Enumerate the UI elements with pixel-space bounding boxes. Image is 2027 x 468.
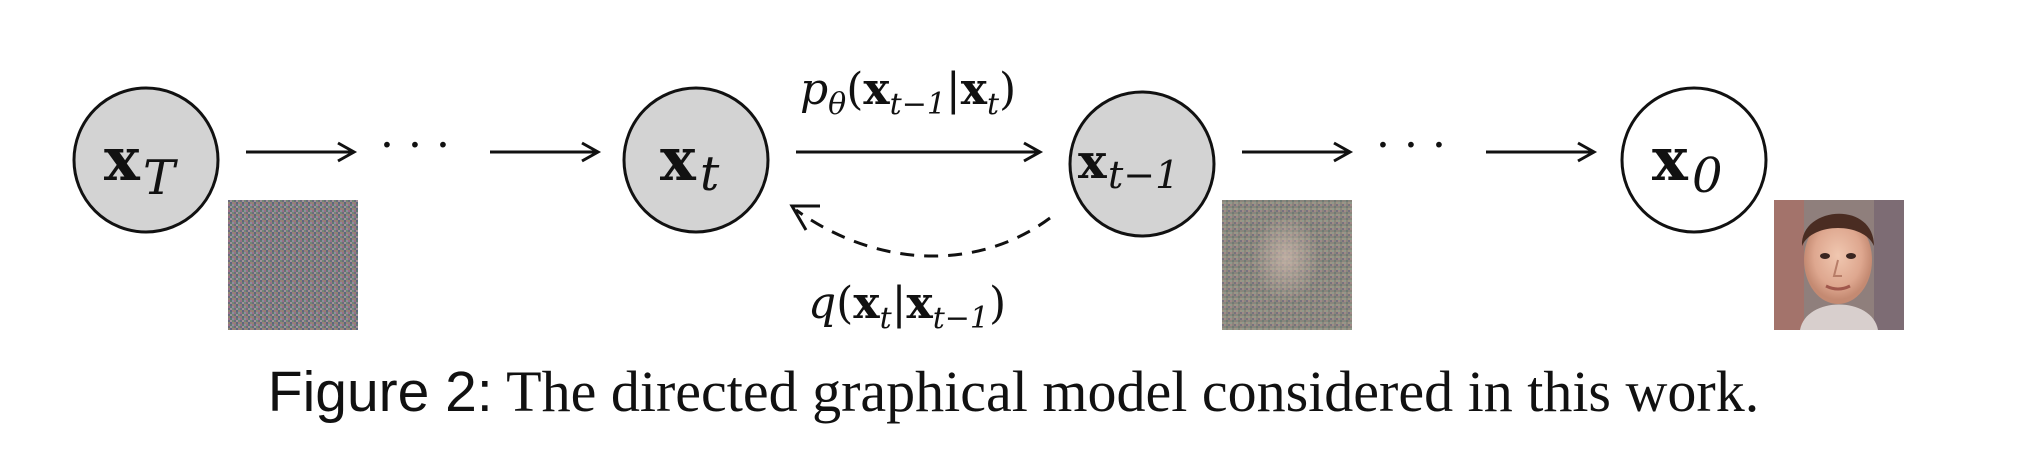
figure-caption: Figure 2: The directed graphical model c… [0,358,2027,425]
node-xT-subscript: T [143,150,178,206]
node-xt: x t [622,86,770,234]
node-xt-1: x t−1 [1068,90,1216,238]
node-x0: x 0 [1620,86,1768,234]
forward-edge-label: q(xt|xt−1) [808,278,1006,336]
ellipsis-left: · · · [380,120,450,171]
node-xT: x T [72,86,220,234]
reverse-edge-label: pθ(xt−1|xt) [800,64,1016,122]
arrow-head-dashed [789,204,820,231]
node-x0-subscript: 0 [1692,148,1723,204]
node-xT-symbol: x [104,125,141,195]
node-xt-1-subscript: t−1 [1108,153,1179,197]
node-xt-symbol: x [660,125,697,195]
node-xt-1-symbol: x [1078,134,1107,190]
graphical-model-diagram: x T · · · x t pθ(xt−1|xt) q(xt|xt−1) x t [72,64,1904,336]
node-xt-subscript: t [700,146,720,202]
caption-text: The directed graphical model considered … [506,359,1760,424]
face-image [1774,200,1904,330]
arrow-xt-1-to-xt-dashed [795,208,1051,258]
ellipsis-right: · · · [1376,120,1446,171]
noise-image [228,200,358,330]
noisy-face-image [1222,200,1352,330]
caption-label: Figure 2: [267,360,493,424]
node-x0-symbol: x [1652,125,1689,195]
